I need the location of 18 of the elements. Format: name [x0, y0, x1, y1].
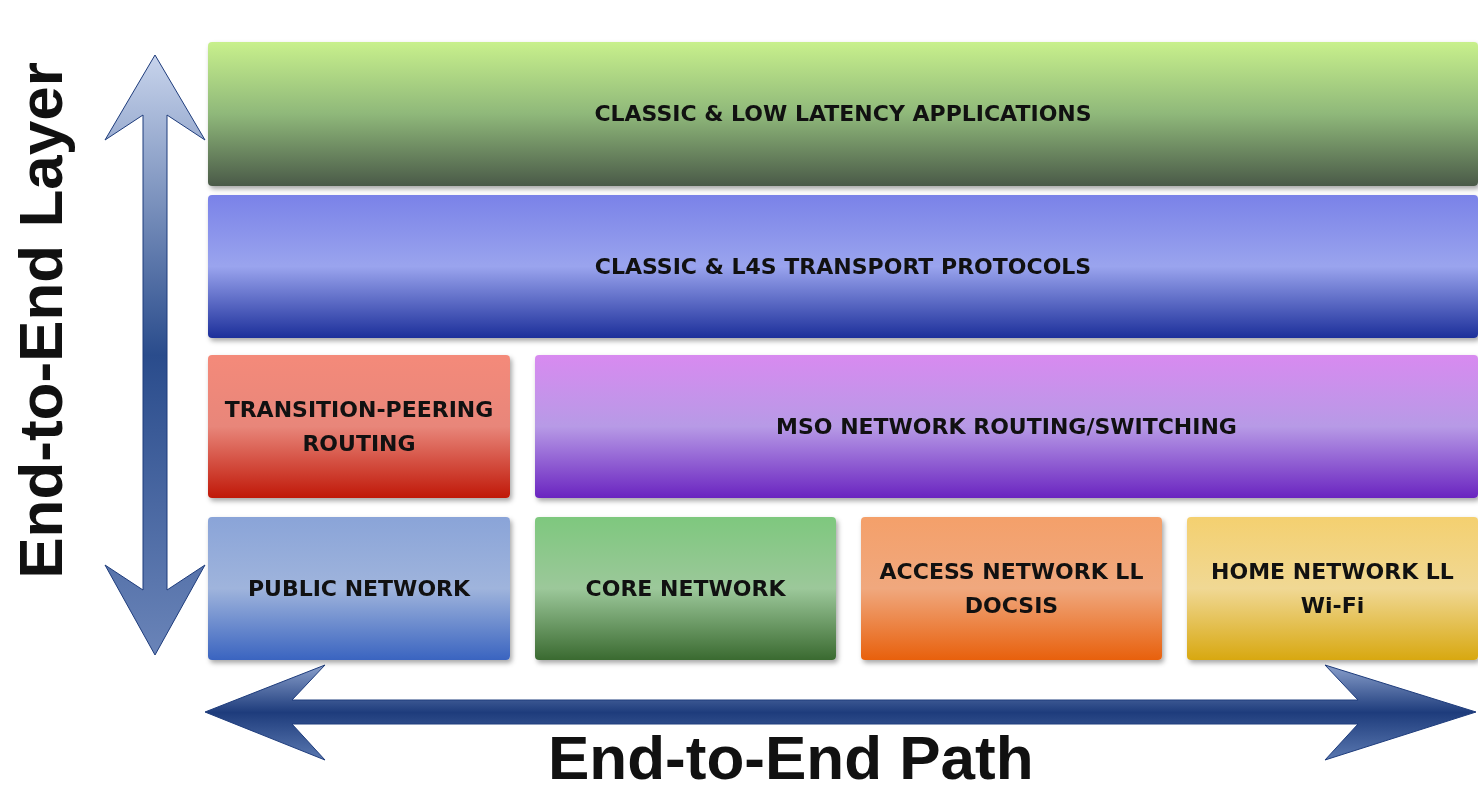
- axis-label: End-to-End Path: [548, 722, 1034, 793]
- layer-label: TRANSITION-PEERING ROUTING: [223, 395, 495, 458]
- layer-label: HOME NETWORK LL Wi-Fi: [1210, 557, 1455, 620]
- axis-label: End-to-End Layer: [4, 61, 76, 581]
- layer-bar: [208, 517, 510, 660]
- layer-label: ACCESS NETWORK LL DOCSIS: [878, 557, 1145, 620]
- layer-bar: [208, 195, 1478, 338]
- layer-label: MSO NETWORK ROUTING/SWITCHING: [775, 412, 1238, 441]
- layer-label: PUBLIC NETWORK: [246, 574, 472, 603]
- layer-label: CLASSIC & LOW LATENCY APPLICATIONS: [593, 100, 1093, 128]
- layer-bar: [208, 42, 1478, 186]
- layer-label: CLASSIC & L4S TRANSPORT PROTOCOLS: [593, 252, 1093, 281]
- layer-bar: [1187, 517, 1478, 660]
- layer-bar: [535, 517, 836, 660]
- layer-bar: [861, 517, 1162, 660]
- layer-bar: [535, 355, 1478, 498]
- layer-label: CORE NETWORK: [584, 574, 787, 603]
- layer-bar: [208, 355, 510, 498]
